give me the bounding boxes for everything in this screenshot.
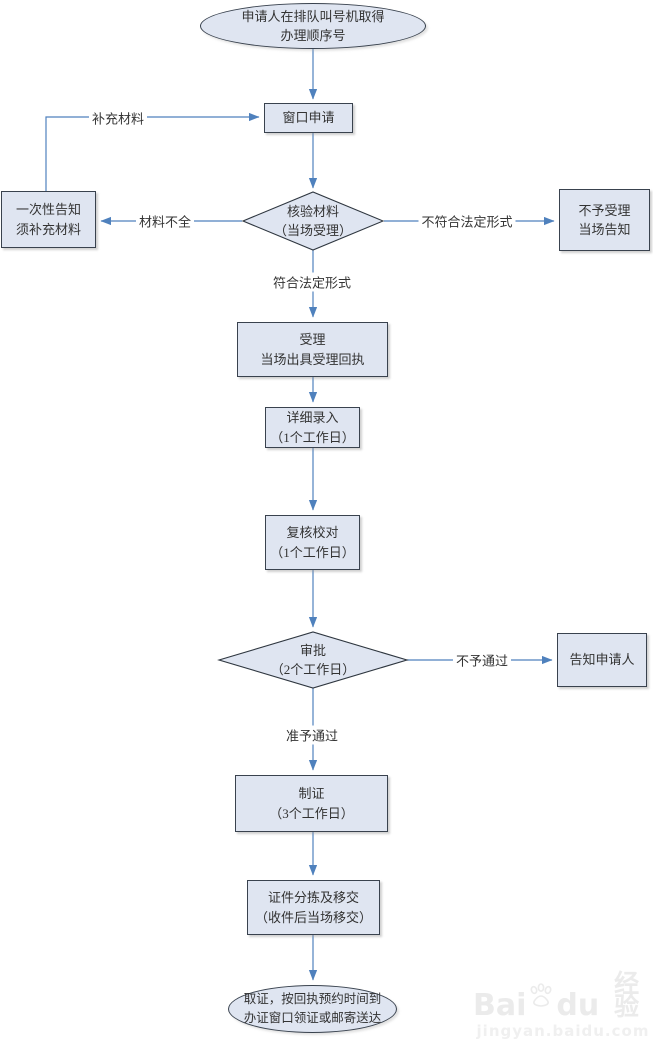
sort-line1: 证件分拣及移交	[267, 890, 359, 905]
inform-label: 告知申请人	[569, 652, 635, 668]
sort-line2: （收件后当场移交）	[254, 909, 372, 925]
start-line2: 办理顺序号	[280, 28, 346, 43]
process-inform-applicant: 告知申请人	[557, 633, 647, 687]
makecert-line1: 制证	[298, 786, 325, 801]
end-line1: 取证，按回执预约时间到	[243, 992, 382, 1007]
process-review-check: 复核校对 （1个工作日）	[265, 515, 360, 570]
entry-line1: 详细录入	[286, 410, 339, 425]
reject-line1: 不予受理	[578, 202, 631, 218]
watermark-suffix: 经验	[614, 971, 641, 1021]
accept-line1: 受理	[299, 332, 326, 347]
end-line2: 办证窗口领证或邮寄送达	[243, 1011, 382, 1025]
process-make-certificate: 制证 （3个工作日）	[235, 775, 388, 832]
decision-approve-shape	[217, 631, 409, 689]
paw-icon	[528, 983, 554, 1011]
edge-label-not-legal: 不符合法定形式	[418, 211, 516, 231]
process-reject-notice: 不予受理 当场告知	[559, 189, 650, 251]
edge-label-legal: 符合法定形式	[269, 272, 355, 292]
edge-label-pass: 准予通过	[282, 725, 342, 745]
accept-line2: 当场出具受理回执	[260, 351, 365, 367]
process-sort-transfer: 证件分拣及移交 （收件后当场移交）	[247, 880, 380, 935]
reject-line2: 当场告知	[578, 222, 631, 237]
process-notify-supplement: 一次性告知 须补充材料	[1, 191, 96, 248]
watermark-brand-right: du	[556, 988, 600, 1023]
watermark-brand-left: Bai	[473, 988, 527, 1023]
process-accept: 受理 当场出具受理回执	[237, 322, 388, 377]
notify-line2: 须补充材料	[15, 221, 81, 237]
entry-line2: （1个工作日）	[270, 429, 355, 445]
window-label: 窗口申请	[282, 110, 335, 126]
process-window-application: 窗口申请	[264, 103, 353, 133]
end-terminator: 取证，按回执预约时间到 办证窗口领证或邮寄送达	[228, 985, 397, 1033]
review-line2: （1个工作日）	[270, 544, 355, 560]
edge-label-incomplete: 材料不全	[135, 211, 195, 231]
notify-line1: 一次性告知	[15, 202, 81, 217]
start-line1: 申请人在排队叫号机取得	[241, 8, 385, 24]
process-detailed-entry: 详细录入 （1个工作日）	[265, 407, 360, 448]
review-line1: 复核校对	[286, 525, 339, 540]
baidu-jingyan-watermark: Bai du 经验 jingyan.baidu.com	[473, 971, 653, 1040]
edge-label-not-pass: 不予通过	[452, 650, 512, 670]
edge-label-supplement: 补充材料	[88, 108, 148, 128]
makecert-line2: （3个工作日）	[269, 805, 354, 821]
watermark-url: jingyan.baidu.com	[476, 1022, 650, 1040]
edge-notify-to-window	[45, 112, 260, 191]
start-terminator: 申请人在排队叫号机取得 办理顺序号	[200, 3, 426, 49]
decision-verify-shape	[241, 191, 385, 251]
